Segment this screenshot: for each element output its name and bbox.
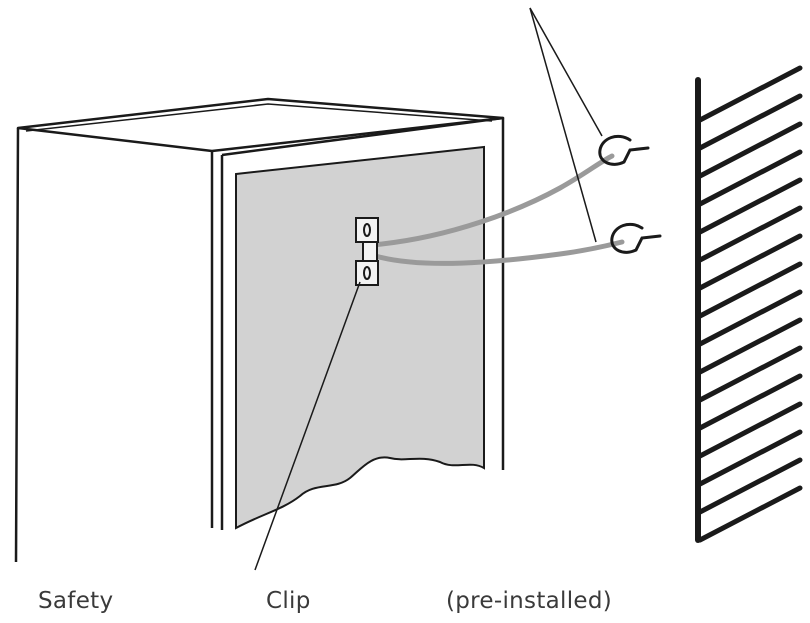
cabinet-top (16, 97, 505, 153)
wall-hatch-line (697, 401, 803, 459)
wall-hatch-line (697, 457, 803, 515)
caption-clip: Clip (266, 588, 311, 614)
wall-hatch-line (697, 205, 803, 263)
wall-hatch-line (697, 93, 803, 151)
wall-hatch-line (697, 65, 803, 123)
wall-hatch-line (697, 177, 803, 235)
upper-cable (369, 153, 615, 248)
lower-cable (369, 239, 625, 266)
wall-hatch-line (697, 233, 803, 291)
cabinet-bracket-icon (355, 217, 379, 286)
cabinet-top-rim (25, 103, 493, 132)
caption-preinstalled: (pre-installed) (446, 588, 613, 614)
lower-hook (610, 222, 662, 254)
upper-hook (598, 134, 650, 166)
wall-hatch-line (697, 317, 803, 375)
caption-safety: Safety (38, 588, 114, 614)
wall-hatch-line (697, 485, 803, 543)
wall-hatch-line (697, 429, 803, 487)
cabinet-back-frame (221, 116, 505, 470)
wall-hatch-line (697, 345, 803, 403)
cabinet-left-side (14, 127, 224, 563)
hatched-wall-icon (695, 65, 803, 543)
cabinet (14, 97, 505, 563)
wall-hatch-line (697, 149, 803, 207)
wall-hatch-line (697, 289, 803, 347)
wall-hook-icon (598, 134, 662, 254)
lower-bracket (355, 260, 379, 286)
back-panel (235, 145, 485, 530)
wall-hatch-line (697, 261, 803, 319)
wall-hatch-line (697, 121, 803, 179)
safety-cables (369, 153, 625, 266)
wall-hatch-line (697, 373, 803, 431)
upper-bracket (355, 217, 379, 243)
leader-lines (254, 7, 603, 571)
